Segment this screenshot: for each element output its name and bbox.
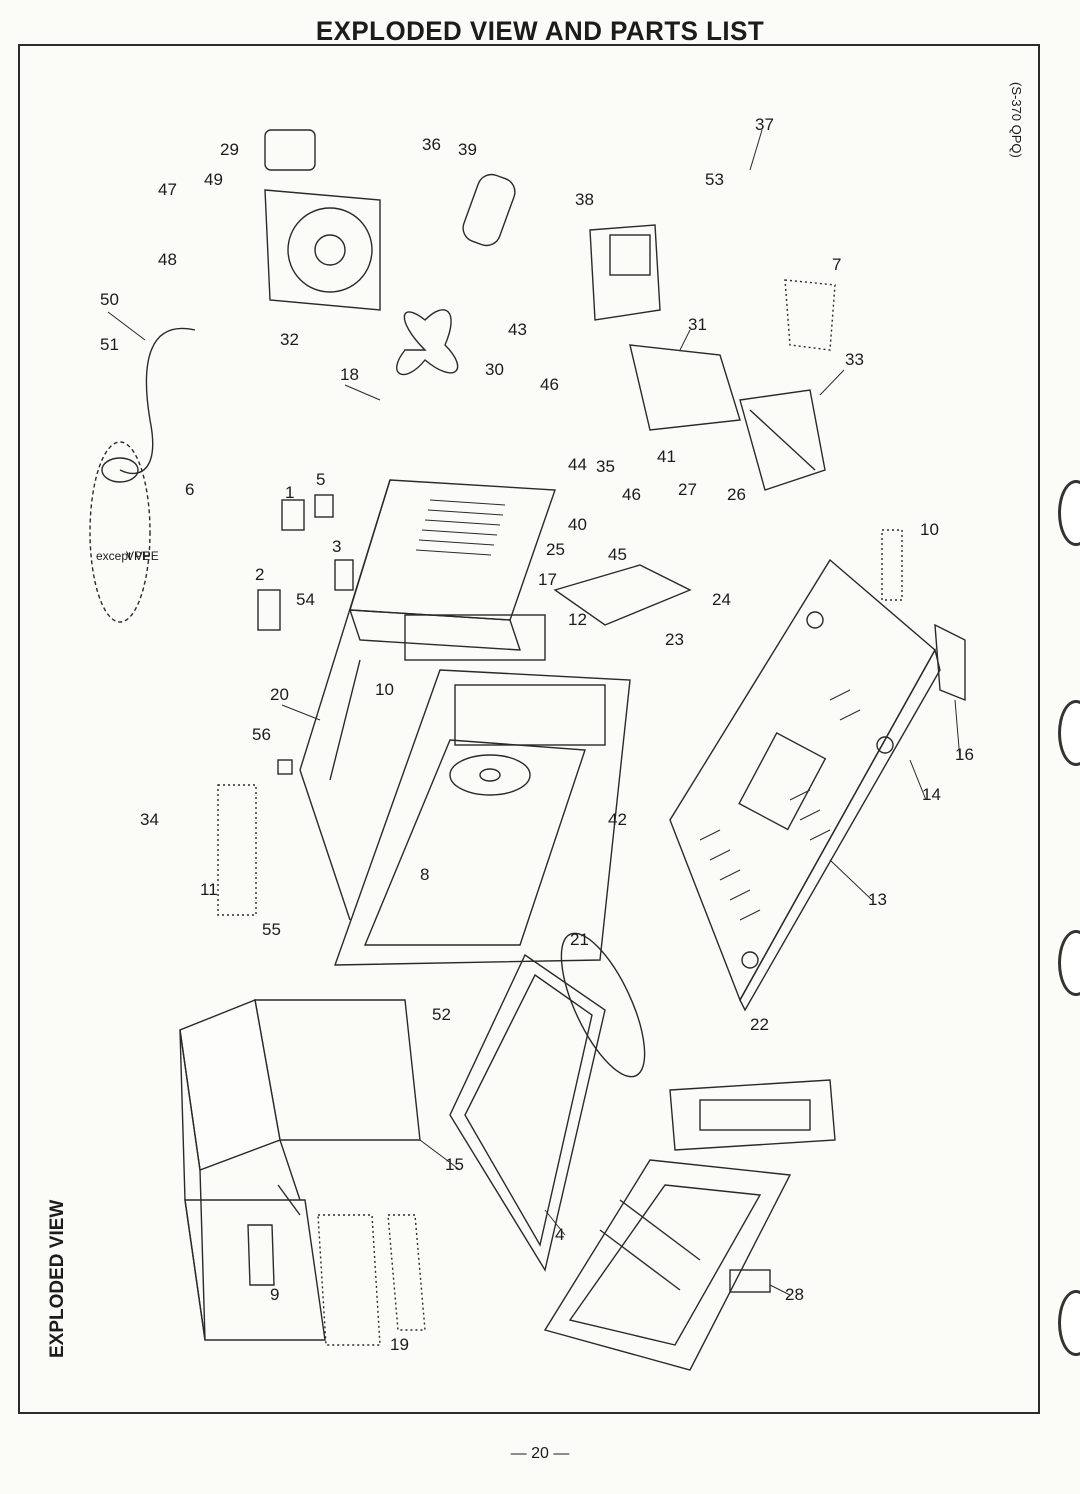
model-code: (S-370 QPQ): [1009, 82, 1024, 158]
plug-note-vpe: VPE: [126, 549, 150, 563]
callout-22: 22: [750, 1015, 769, 1034]
callout-34: 34: [140, 810, 159, 829]
transformer: [739, 389, 826, 491]
callout-18: 18: [340, 365, 359, 384]
callout-19: 19: [390, 1335, 409, 1354]
callout-51: 51: [100, 335, 119, 354]
callout-21: 21: [570, 930, 589, 949]
callout-labels: 1 2 3 4 5 6 7 8 9 10 10 11 12 13 14 15 1…: [96, 115, 974, 1354]
callout-14: 14: [922, 785, 941, 804]
leader-lines: [107, 129, 961, 1296]
power-cord: [89, 327, 196, 623]
callout-2: 2: [255, 565, 264, 584]
callout-23: 23: [665, 630, 684, 649]
insulation-7: [784, 279, 836, 351]
callout-56: 56: [252, 725, 271, 744]
callout-3: 3: [332, 537, 341, 556]
control-panel: [669, 1079, 836, 1151]
callout-50: 50: [100, 290, 119, 309]
insulation-pads: [247, 1184, 426, 1346]
callout-37: 37: [755, 115, 774, 134]
callout-25: 25: [546, 540, 565, 559]
callout-54: 54: [296, 590, 315, 609]
callout-46a: 46: [540, 375, 559, 394]
callout-5: 5: [316, 470, 325, 489]
callout-11: 11: [200, 880, 218, 899]
callout-24: 24: [712, 590, 731, 609]
waveguide-bracket: [629, 344, 741, 431]
callout-49: 49: [204, 170, 223, 189]
callout-17: 17: [538, 570, 557, 589]
callout-8: 8: [420, 865, 429, 884]
callout-29: 29: [220, 140, 239, 159]
callout-55: 55: [262, 920, 281, 939]
callout-26: 26: [727, 485, 746, 504]
magnetron: [589, 224, 661, 321]
door-glass: [449, 953, 606, 1272]
callout-9: 9: [270, 1285, 279, 1304]
diagram-frame: [18, 44, 1040, 1414]
callout-52: 52: [432, 1005, 451, 1024]
callout-36: 36: [422, 135, 441, 154]
callout-12: 12: [568, 610, 587, 629]
page-number: — 20 —: [510, 1445, 570, 1462]
callout-45: 45: [608, 545, 627, 564]
capacitor: [462, 173, 516, 247]
callout-27: 27: [678, 480, 697, 499]
door-assembly: [543, 1159, 792, 1371]
callout-32: 32: [280, 330, 299, 349]
callout-28: 28: [785, 1285, 804, 1304]
callout-13: 13: [868, 890, 887, 909]
callout-44: 44: [568, 455, 587, 474]
callout-31: 31: [688, 315, 707, 334]
callout-20: 20: [270, 685, 289, 704]
callout-39: 39: [458, 140, 477, 159]
callout-42: 42: [608, 810, 627, 829]
callout-10b: 10: [920, 520, 939, 539]
label-plates: [217, 494, 966, 1293]
callout-1: 1: [285, 483, 294, 502]
page-title: EXPLODED VIEW AND PARTS LIST: [315, 16, 765, 46]
callout-40: 40: [568, 515, 587, 534]
front-frame: [334, 669, 631, 966]
callout-41: 41: [657, 447, 676, 466]
main-chassis: [299, 479, 556, 921]
fan-blade: [396, 309, 459, 376]
callout-10a: 10: [375, 680, 394, 699]
callout-35: 35: [596, 457, 615, 476]
section-label: EXPLODED VIEW: [47, 1199, 68, 1358]
turntable-tray: [560, 932, 646, 1078]
base-plate: [669, 558, 941, 1012]
callout-47: 47: [158, 180, 177, 199]
callout-30: 30: [485, 360, 504, 379]
callout-4: 4: [555, 1225, 564, 1244]
callout-43: 43: [508, 320, 527, 339]
outer-cabinet: [179, 999, 421, 1341]
callout-6: 6: [185, 480, 194, 499]
latch-board: [553, 564, 692, 626]
plug-note-except-vpe: except VPE: [96, 549, 159, 563]
callout-16: 16: [955, 745, 974, 764]
callout-53: 53: [705, 170, 724, 189]
fan-motor-assembly: [264, 129, 381, 311]
callout-38: 38: [575, 190, 594, 209]
callout-33: 33: [845, 350, 864, 369]
callout-7: 7: [832, 255, 841, 274]
callout-15: 15: [445, 1155, 464, 1174]
callout-46b: 46: [622, 485, 641, 504]
callout-48: 48: [158, 250, 177, 269]
